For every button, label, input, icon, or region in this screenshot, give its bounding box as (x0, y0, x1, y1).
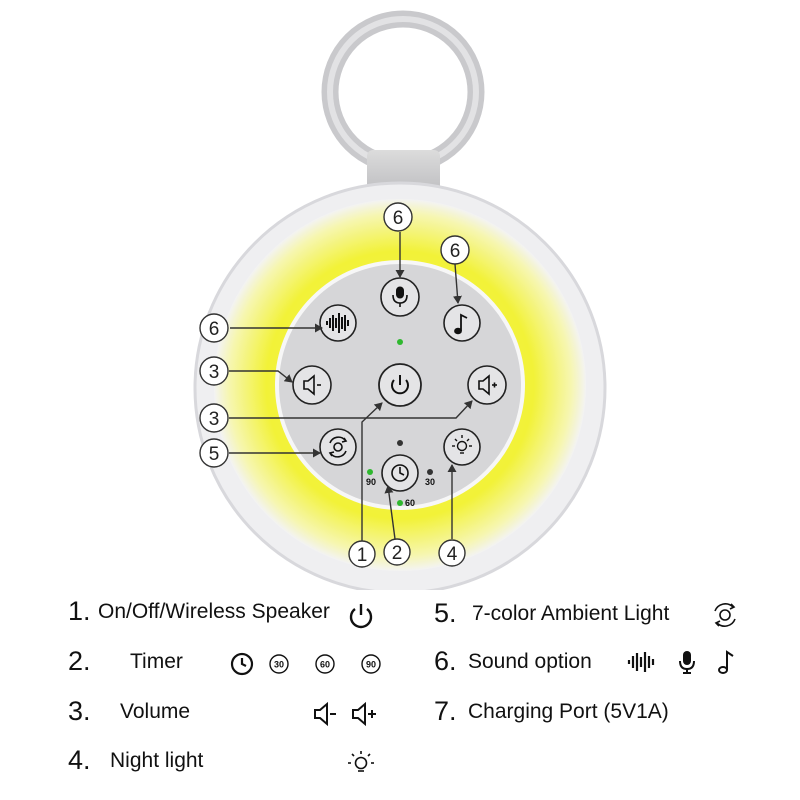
volume-up-icon (352, 701, 376, 727)
legend-icons-3 (312, 701, 378, 727)
microphone-icon (679, 651, 695, 674)
legend-num: 7. (434, 696, 457, 726)
bulb-icon (452, 435, 472, 454)
svg-text:1: 1 (357, 545, 368, 566)
music-note-icon (454, 313, 468, 335)
legend-label: 7-color Ambient Light (472, 601, 670, 625)
svg-text:60: 60 (320, 660, 330, 670)
callout-music: 6 (440, 235, 470, 265)
legend-item-5: 5. 7-color Ambient Light (434, 598, 669, 629)
soundwave-icon (326, 313, 349, 333)
legend-item-6: 6. Sound option (434, 646, 592, 677)
power-icon (391, 375, 409, 395)
power-icon (349, 604, 373, 629)
timer-30-badge: 30 (269, 654, 289, 674)
legend-label: Timer (130, 649, 183, 673)
svg-text:2: 2 (392, 543, 403, 564)
callout-power: 1 (348, 540, 376, 568)
callout-night-light: 4 (438, 539, 466, 567)
legend-icons-2: 30 60 90 (230, 652, 382, 676)
timer-60-badge: 60 (315, 654, 335, 674)
timer-90-badge: 90 (361, 654, 381, 674)
sound-effects-button[interactable] (319, 304, 357, 342)
legend-num: 2. (68, 646, 91, 676)
timer-mark-90: 90 (366, 477, 376, 487)
svg-text:5: 5 (209, 444, 220, 465)
callout-volume-down: 3 (199, 356, 229, 386)
ambient-light-button[interactable] (319, 428, 357, 466)
svg-text:4: 4 (447, 544, 458, 565)
volume-down-button[interactable] (292, 365, 332, 405)
legend-item-4: 4. Night light (68, 745, 203, 776)
legend-label: Charging Port (5V1A) (468, 699, 669, 723)
volume-up-icon (478, 374, 497, 396)
legend-label: Night light (110, 748, 204, 772)
legend-icons-5 (711, 601, 739, 629)
device-diagram: 90 30 60 6 6 6 3 3 5 1 (193, 10, 607, 590)
timer-mark-60: 60 (405, 498, 415, 508)
microphone-button[interactable] (380, 277, 420, 317)
music-button[interactable] (443, 304, 481, 342)
microphone-icon (392, 286, 408, 307)
legend-item-2: 2. Timer (68, 646, 183, 677)
legend-num: 1. (68, 596, 91, 626)
legend-item-3: 3. Volume (68, 696, 190, 727)
svg-text:6: 6 (209, 319, 220, 340)
callout-leaders (229, 232, 473, 543)
callout-timer: 2 (383, 538, 411, 566)
clock-icon (391, 464, 409, 482)
svg-text:6: 6 (450, 241, 461, 262)
legend-num: 6. (434, 646, 457, 676)
legend-label: On/Off/Wireless Speaker (98, 599, 330, 623)
clock-icon (230, 652, 254, 676)
svg-text:6: 6 (393, 208, 404, 229)
callout-color-light: 5 (199, 438, 229, 468)
legend-item-1: 1. On/Off/Wireless Speaker (68, 596, 330, 627)
callout-mic-top: 6 (383, 202, 413, 232)
legend-num: 5. (434, 598, 457, 628)
legend-icons-1 (348, 601, 374, 629)
volume-down-icon (303, 374, 321, 396)
svg-text:3: 3 (209, 362, 220, 383)
power-button[interactable] (378, 363, 422, 407)
hanging-ring (321, 10, 485, 174)
legend-label: Sound option (468, 649, 592, 673)
timer-mark-30: 30 (425, 477, 435, 487)
timer-button[interactable] (381, 454, 419, 492)
legend-num: 3. (68, 696, 91, 726)
callout-sound-left: 6 (199, 313, 229, 343)
bulb-icon (348, 751, 374, 772)
color-cycle-icon (714, 603, 736, 627)
volume-up-button[interactable] (467, 365, 507, 405)
status-led-top (397, 339, 403, 345)
legend-item-7: 7. Charging Port (5V1A) (434, 696, 669, 727)
status-led-middle (397, 440, 403, 446)
legend-label: Volume (120, 699, 191, 723)
timer-led-90 (367, 469, 373, 475)
legend-icons-4 (346, 749, 376, 777)
timer-led-60 (397, 500, 403, 506)
night-light-button[interactable] (443, 428, 481, 466)
svg-text:3: 3 (209, 409, 220, 430)
volume-down-icon (314, 701, 336, 727)
callout-volume-up: 3 (199, 403, 229, 433)
soundwave-icon (627, 652, 655, 672)
legend-icons-6 (627, 649, 735, 675)
svg-text:30: 30 (274, 660, 284, 670)
music-note-icon (718, 650, 734, 674)
svg-text:90: 90 (366, 660, 376, 670)
color-cycle-icon (328, 436, 348, 458)
legend-num: 4. (68, 745, 91, 775)
timer-led-30 (427, 469, 433, 475)
